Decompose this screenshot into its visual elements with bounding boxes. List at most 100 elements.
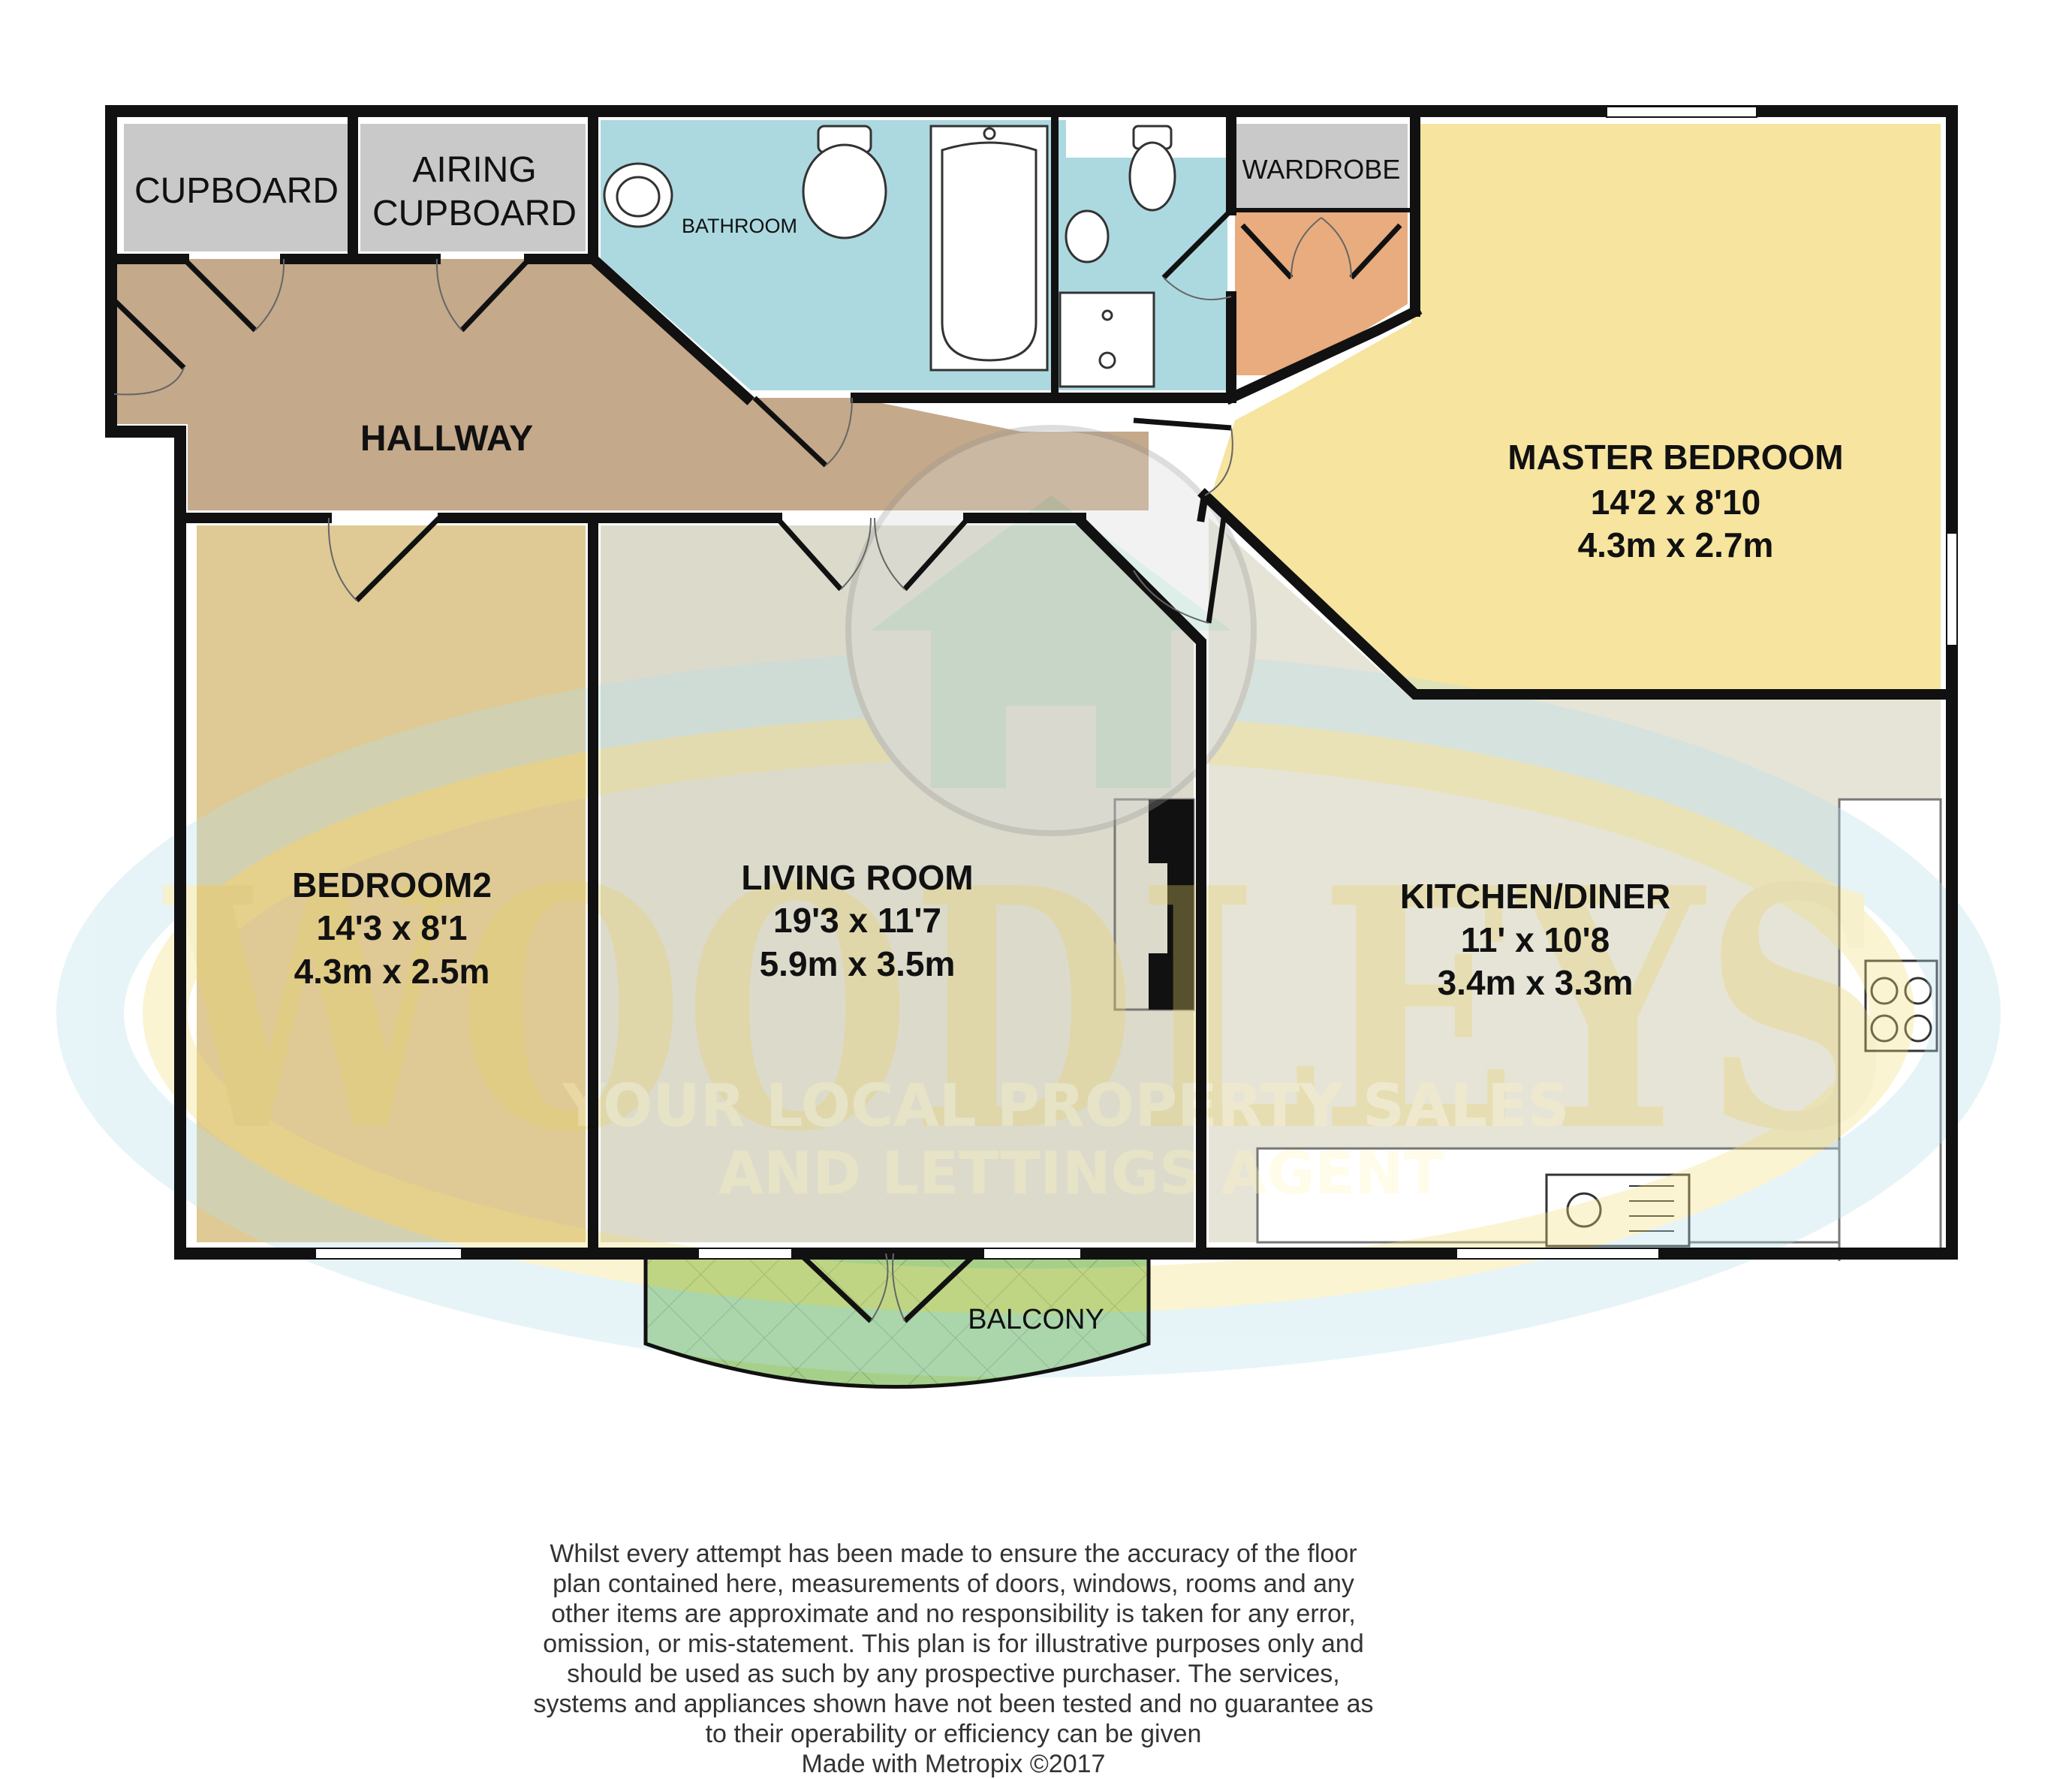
watermark-house-icon — [871, 495, 1231, 788]
ensuite-door[interactable] — [1161, 208, 1233, 280]
ensuite-toilet-bowl — [1128, 141, 1176, 212]
kitchen-window — [1456, 1248, 1660, 1260]
living-room-imperial: 19'3 x 11'7 — [773, 901, 941, 940]
airing-cupboard-door[interactable] — [459, 257, 532, 333]
disclaimer-text: Whilst every attempt has been made to en… — [533, 1540, 1374, 1748]
hob-ring — [1870, 977, 1899, 1005]
sink-bowl — [1566, 1192, 1602, 1228]
bathroom-diagonal-wall — [586, 251, 754, 405]
balcony-door-right[interactable] — [902, 1251, 978, 1323]
kitchen-diner-imperial: 11' x 10'8 — [1461, 920, 1610, 959]
master-bedroom-wall — [1197, 488, 1950, 700]
master-bedroom-door-jamb — [1197, 491, 1209, 522]
hob-ring — [1870, 1014, 1899, 1043]
living-room-window-left — [697, 1248, 793, 1260]
airing-cupboard-floor — [360, 124, 586, 251]
watermark-tagline-1: YOUR LOCAL PROPERTY SALES — [562, 1073, 1569, 1140]
ensuite-door-swing — [1163, 277, 1232, 301]
doors — [112, 208, 1402, 1389]
hob-ring — [1904, 977, 1932, 1005]
living-room-floor — [601, 525, 1194, 1242]
balcony-door-left[interactable] — [797, 1251, 873, 1323]
fixtures — [603, 125, 1942, 1261]
balcony-door-swing — [892, 1253, 905, 1322]
watermark-tagline-2: AND LETTINGS AGENT — [718, 1140, 1444, 1208]
toilet-bowl — [802, 143, 887, 239]
wardrobe-interior — [1235, 210, 1408, 375]
wardrobe-door-left[interactable] — [1240, 223, 1293, 280]
airing-cupboard-label-line2: CUPBOARD — [372, 194, 577, 233]
airing-cupboard-door-swing — [435, 258, 462, 331]
wardrobe-label: WARDROBE — [1242, 154, 1401, 185]
balcony-door-swing — [870, 1253, 889, 1322]
cupboard-door-swing — [254, 258, 285, 331]
airing-cupboard-label-line1: AIRING — [412, 150, 536, 190]
walls — [105, 105, 1958, 1260]
cupboard-label: CUPBOARD — [134, 171, 339, 211]
kitchen-door-swing — [1133, 570, 1209, 624]
living-room-name: LIVING ROOM — [741, 858, 973, 897]
living-room-door-swing — [874, 517, 905, 590]
entrance-door-swing — [113, 367, 185, 396]
wardrobe-door-swing — [1290, 217, 1322, 278]
bath-tub-inner — [941, 141, 1038, 362]
master-bedroom-door-swing — [1204, 427, 1233, 496]
bedroom2-metric: 4.3m x 2.5m — [294, 952, 490, 991]
agent-watermark: WOODLEYS YOUR LOCAL PROPERTY SALES AND L… — [56, 425, 2001, 1377]
bedroom2-name: BEDROOM2 — [292, 865, 492, 905]
living-room-door-right[interactable] — [902, 516, 971, 591]
master-bedroom-name: MASTER BEDROOM — [1507, 438, 1843, 477]
kitchen-door[interactable] — [1206, 517, 1227, 624]
metropix-credit: Made with Metropix ©2017 — [801, 1750, 1106, 1778]
shower-drain — [1101, 309, 1113, 321]
hob-ring — [1904, 1014, 1932, 1043]
living-room-door-left[interactable] — [775, 516, 843, 591]
chimney-breast — [1149, 799, 1194, 1010]
master-bedroom-top-window — [1606, 106, 1757, 118]
watermark-word: WOODLEYS — [161, 816, 1892, 1204]
bedroom2-window — [315, 1248, 462, 1260]
watermark-badge — [845, 425, 1257, 836]
watermark-ellipse-outer — [56, 649, 2001, 1377]
wardrobe-floor — [1235, 124, 1408, 210]
living-room-metric: 5.9m x 3.5m — [760, 944, 956, 983]
living-room-window-right — [983, 1248, 1082, 1260]
entrance-door[interactable] — [112, 298, 186, 370]
wardrobe-angled-wall — [1224, 304, 1423, 405]
windows — [315, 106, 1958, 1260]
balcony-lattice — [646, 1257, 1149, 1387]
bathroom-door[interactable] — [752, 396, 828, 468]
hallway-floor — [113, 259, 1149, 510]
master-bedroom-door[interactable] — [1133, 417, 1232, 431]
shower-head — [1098, 351, 1116, 369]
shower-tray — [1059, 291, 1155, 388]
bedroom2-door[interactable] — [354, 516, 441, 603]
bedroom2-door-swing — [327, 517, 357, 601]
bathroom-door-swing — [825, 397, 853, 466]
floor-plan: WOODLEYS YOUR LOCAL PROPERTY SALES AND L… — [56, 105, 2001, 1389]
ensuite-basin — [1065, 209, 1110, 263]
balcony-outline — [643, 1257, 1151, 1389]
bedroom2-floor — [197, 525, 586, 1242]
living-room-door-swing — [840, 517, 872, 590]
kitchen-diner-name: KITCHEN/DINER — [1400, 877, 1670, 916]
balcony-label: BALCONY — [968, 1304, 1104, 1335]
master-bedroom-side-window — [1946, 532, 1958, 646]
watermark-ellipse-inner — [143, 713, 1914, 1314]
master-bedroom-floor — [1209, 124, 1941, 691]
hallway-label: HALLWAY — [360, 419, 533, 459]
bathroom-basin-bowl — [616, 176, 661, 218]
living-kitchen-wall — [1074, 514, 1206, 1255]
disclaimer: Whilst every attempt has been made to en… — [526, 1539, 1381, 1779]
bedroom2-imperial: 14'3 x 8'1 — [317, 908, 468, 947]
wardrobe-door-right[interactable] — [1349, 223, 1402, 280]
wardrobe-door-swing — [1321, 217, 1352, 278]
master-bedroom-imperial: 14'2 x 8'10 — [1591, 483, 1761, 522]
kitchen-diner-metric: 3.4m x 3.3m — [1438, 963, 1634, 1002]
bathroom-label: BATHROOM — [682, 215, 797, 237]
cupboard-door[interactable] — [182, 257, 257, 333]
cupboard-floor — [124, 124, 349, 251]
bath-taps — [983, 127, 996, 140]
master-bedroom-metric: 4.3m x 2.7m — [1578, 525, 1774, 564]
room-labels: CUPBOARD AIRING CUPBOARD BATHROOM WARDRO… — [134, 150, 1844, 1335]
